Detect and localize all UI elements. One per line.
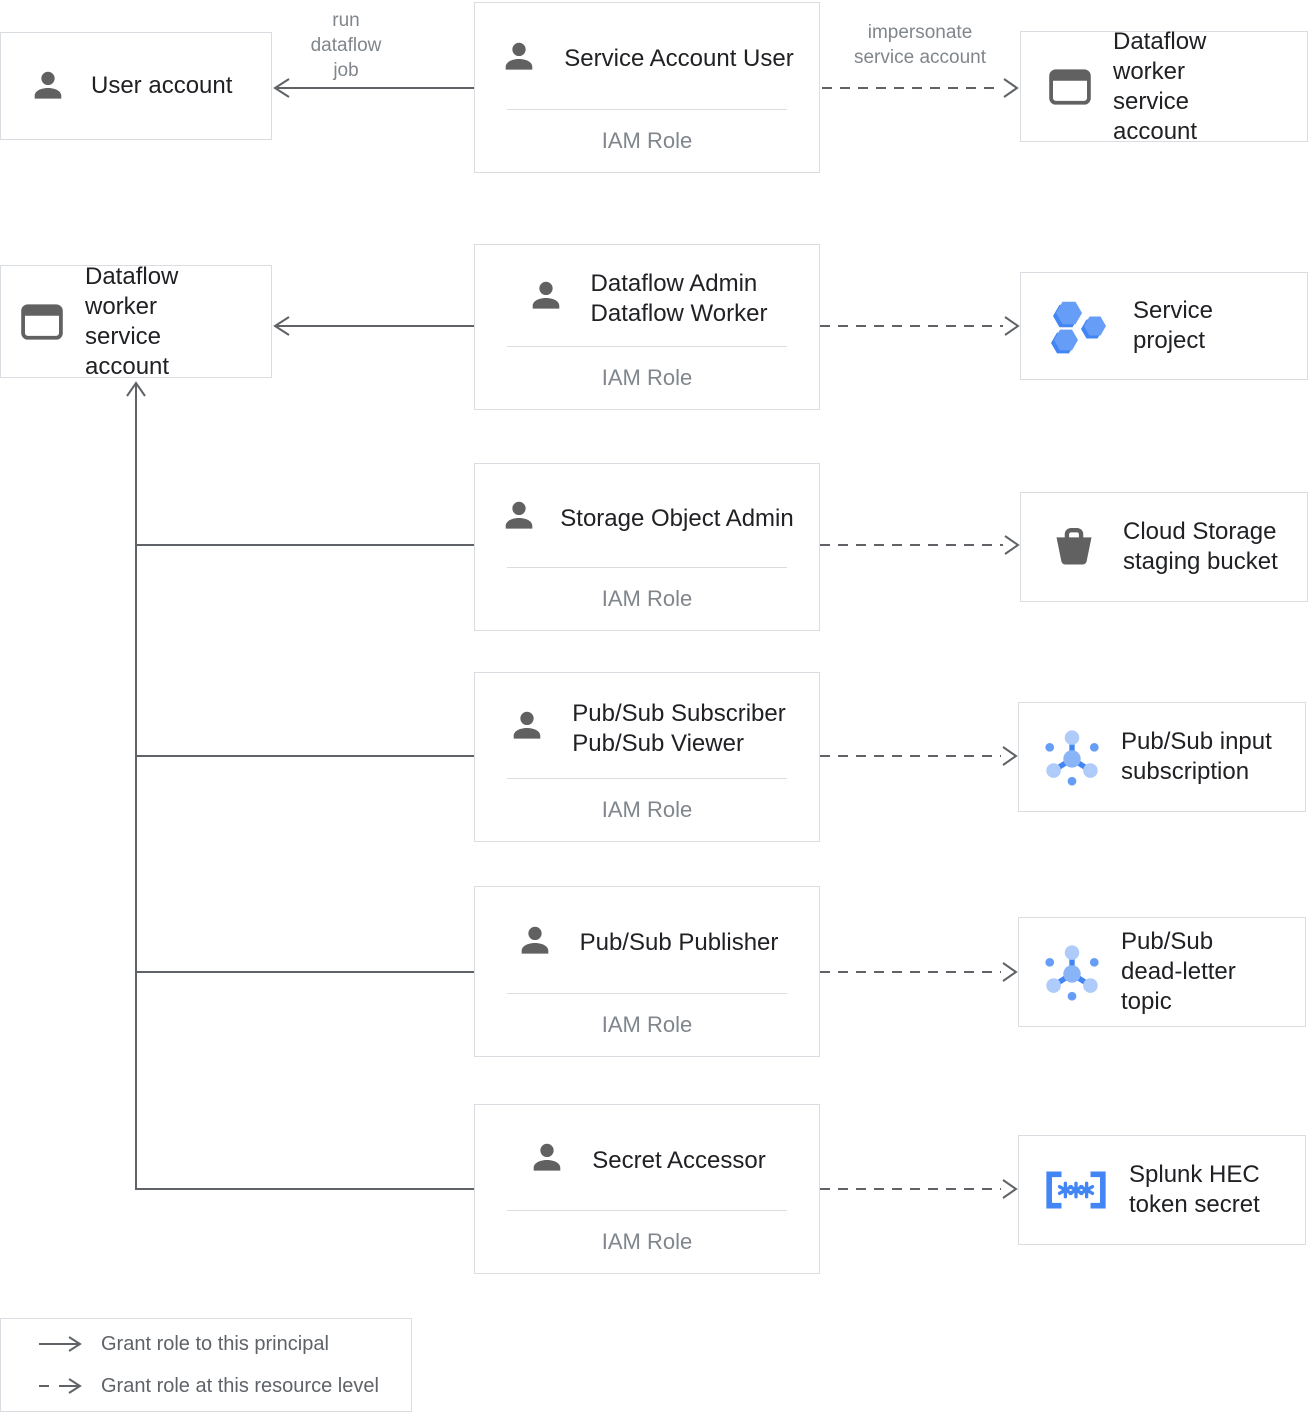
label-line-1: Splunk HEC [1129, 1161, 1260, 1188]
service-account-icon [21, 303, 63, 340]
project-hexagons-icon [1049, 298, 1111, 354]
divider [507, 346, 787, 347]
role-title: Storage Object Admin [560, 504, 794, 532]
solid-arrows [126, 78, 474, 1190]
iam-role-footer: IAM Role [601, 1012, 693, 1037]
role-title: Dataflow Admin Dataflow Worker [591, 269, 768, 329]
role-line-2: Dataflow Worker [590, 299, 768, 327]
legend-box: Grant role to this principal Grant role … [0, 1318, 412, 1412]
pubsub-input-subscription-box: Pub/Sub input subscription [1018, 702, 1306, 812]
label-line-2: dead-letter topic [1121, 958, 1236, 1015]
iam-role-footer: IAM Role [601, 1229, 693, 1254]
iam-role-footer: IAM Role [601, 128, 693, 153]
user-account-label: User account [91, 72, 233, 99]
storage-bucket-icon [1049, 522, 1099, 572]
person-icon [29, 67, 67, 105]
role-title: Pub/Sub Publisher [579, 929, 779, 956]
role-title: Pub/Sub Subscriber Pub/Sub Viewer [572, 699, 785, 759]
label-impersonate-service-account: impersonate service account [853, 22, 986, 68]
arrowhead-service-project [1004, 316, 1020, 336]
role-main: Dataflow Admin Dataflow Worker [475, 245, 819, 346]
person-icon [500, 497, 538, 540]
role-main: Secret Accessor [475, 1105, 819, 1210]
divider [507, 567, 787, 568]
label-line-1: Dataflow worker [1113, 27, 1207, 85]
dashed-arrow-icon [39, 1378, 82, 1394]
label-line-2: service account [1113, 87, 1198, 145]
service-account-icon [1049, 68, 1091, 105]
pubsub-icon [1041, 941, 1103, 1003]
label-line-2: token secret [1129, 1191, 1260, 1218]
arrowhead-dead-letter [1002, 962, 1018, 982]
label-line-1: Pub/Sub input [1121, 728, 1272, 755]
pubsub-publisher-box: Pub/Sub Publisher IAM Role [474, 886, 820, 1057]
arrowhead-splunk-secret [1002, 1179, 1018, 1199]
pubsub-subscriber-viewer-box: Pub/Sub Subscriber Pub/Sub Viewer IAM Ro… [474, 672, 820, 842]
dataflow-worker-service-account-box-top: Dataflow worker service account [1020, 28, 1308, 145]
dashed-lines [820, 87, 1003, 1190]
solid-arrow-icon [39, 1336, 82, 1352]
person-icon [500, 38, 538, 81]
service-project-label: Service project [1133, 297, 1214, 354]
role-main: Storage Object Admin [475, 464, 819, 567]
divider [507, 993, 787, 994]
label-run-dataflow-job: run dataflow job [310, 10, 382, 81]
arrowhead-grant-dataflow-admin [273, 316, 290, 336]
label-line-2: staging bucket [1123, 548, 1278, 575]
splunk-hec-token-secret-box: Splunk HEC token secret [1018, 1135, 1306, 1245]
dataflow-worker-sa-label: Dataflow worker service account [85, 262, 251, 382]
person-icon [508, 707, 546, 750]
secret-manager-icon [1043, 1171, 1109, 1209]
person-icon [528, 1139, 566, 1182]
label-line-1: Pub/Sub [1121, 928, 1214, 955]
pubsub-icon [1041, 726, 1103, 788]
legend-row-solid: Grant role to this principal [37, 1327, 411, 1361]
role-title: Service Account User [564, 45, 794, 72]
arrowhead-trunk-up [126, 381, 146, 397]
label-line-1: Dataflow worker [85, 262, 179, 320]
legend-dashed-label: Grant role at this resource level [101, 1374, 379, 1397]
cloud-storage-label: Cloud Storage staging bucket [1123, 517, 1278, 577]
label-line-1: Cloud Storage [1123, 518, 1277, 545]
iam-role-footer: IAM Role [601, 797, 693, 822]
divider [507, 109, 787, 110]
dashed-arrowheads [1002, 78, 1020, 1199]
pubsub-input-subscription-label: Pub/Sub input subscription [1121, 727, 1272, 787]
dataflow-admin-worker-box: Dataflow Admin Dataflow Worker IAM Role [474, 244, 820, 410]
legend-solid-label: Grant role to this principal [101, 1332, 329, 1355]
pubsub-dead-letter-topic-label: Pub/Sub dead-letter topic [1121, 927, 1283, 1017]
service-project-box: Service project [1020, 272, 1308, 380]
label-line-2: subscription [1121, 758, 1250, 785]
arrowhead-run-dataflow-job [273, 78, 290, 98]
dataflow-worker-service-account-box-left: Dataflow worker service account [0, 263, 272, 380]
arrowhead-pubsub-input [1002, 746, 1018, 766]
cloud-storage-staging-bucket-box: Cloud Storage staging bucket [1020, 492, 1308, 602]
divider [507, 1210, 787, 1211]
person-icon [516, 922, 554, 965]
storage-object-admin-box: Storage Object Admin IAM Role [474, 463, 820, 631]
iam-role-footer: IAM Role [601, 586, 693, 611]
role-main: Pub/Sub Publisher [475, 887, 819, 993]
arrowhead-impersonate [1003, 78, 1019, 98]
divider [507, 778, 787, 779]
role-main: Service Account User [475, 3, 819, 109]
role-line-1: Pub/Sub Subscriber [572, 699, 786, 727]
role-line-2: Pub/Sub Viewer [572, 729, 744, 757]
label-line-2: service account [85, 322, 170, 380]
role-title: Secret Accessor [592, 1146, 766, 1174]
person-icon [527, 277, 565, 320]
service-account-user-box: Service Account User IAM Role [474, 2, 820, 173]
splunk-hec-token-secret-label: Splunk HEC token secret [1129, 1160, 1260, 1220]
iam-role-footer: IAM Role [601, 365, 693, 390]
role-main: Pub/Sub Subscriber Pub/Sub Viewer [475, 673, 819, 778]
trunk-line [135, 385, 474, 1190]
user-account-box: User account [0, 32, 272, 140]
dataflow-worker-sa-label: Dataflow worker service account [1113, 27, 1279, 147]
role-line-1: Dataflow Admin [590, 269, 758, 297]
arrowhead-cloud-storage [1004, 535, 1020, 555]
secret-accessor-box: Secret Accessor IAM Role [474, 1104, 820, 1274]
pubsub-dead-letter-topic-box: Pub/Sub dead-letter topic [1018, 917, 1306, 1027]
legend-row-dashed: Grant role at this resource level [37, 1369, 411, 1403]
